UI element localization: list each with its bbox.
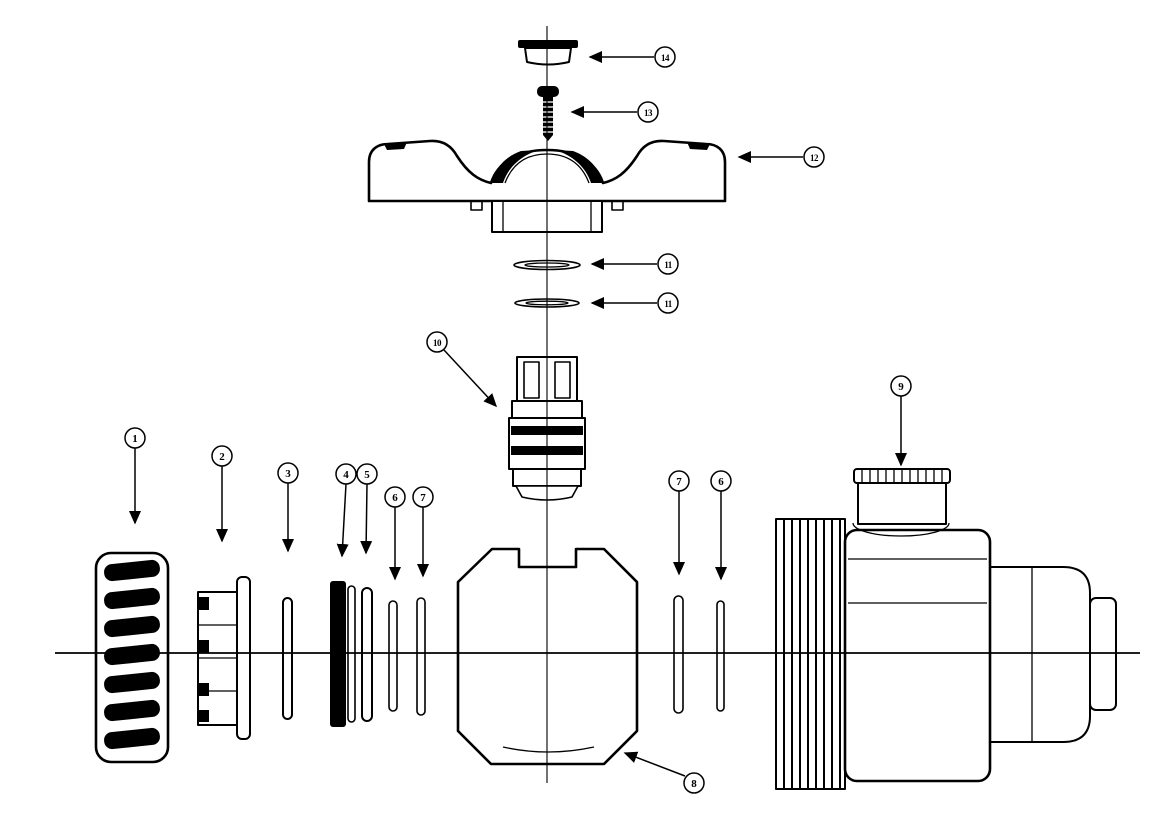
callout-14: 14 [588,46,676,68]
callout-8-arrow [623,751,686,777]
part-5-washer [361,587,373,722]
part-13-screw [537,86,559,141]
callout-2-number: 2 [219,451,225,463]
tailpiece-tooth [198,597,209,610]
callout-8: 8 [623,751,705,794]
callout-5-arrow [360,483,373,555]
port-rim-ticks [861,469,943,483]
callout-13-number: 13 [644,108,653,118]
handle-hub-shade-left [491,150,539,183]
callout-8-number: 8 [691,778,697,790]
callout-10-circle [426,331,448,353]
callout-4-circle [335,463,357,485]
callout-14-circle [654,46,676,68]
screw-head [537,86,559,97]
callout-9-circle [890,375,912,397]
centerlines [55,26,1140,783]
callout-5-number: 5 [364,469,370,481]
stem-slot-right [554,361,571,399]
callouts: 1 2 3 4 5 6 7 [124,46,912,794]
callout-7-left: 7 [412,486,434,578]
screw-tip [543,135,553,141]
part-1-knurled-nut [94,551,170,764]
callout-2: 2 [211,445,233,543]
handle-hub-shade-right [555,150,603,183]
part-14-cap [518,40,578,66]
callout-4-number: 4 [343,469,349,481]
callout-11-lower-number: 11 [664,299,673,309]
callout-3-number: 3 [285,468,291,480]
tailpiece-flange [236,576,251,740]
tailpiece-tooth [198,710,209,722]
callout-6-right: 6 [710,470,732,581]
callout-14-number: 14 [661,53,670,63]
valve-body-seat-arc [502,746,595,753]
main-housing [843,528,992,783]
outlet-step [1089,597,1117,711]
handle-tab-left [470,200,483,211]
handle-tab-right [611,200,624,211]
callout-7-right-number: 7 [676,476,682,488]
port-body [857,481,947,525]
callout-5-circle [356,463,378,485]
rib-section [775,518,846,790]
callout-6-left: 6 [384,486,406,581]
callout-4: 4 [335,463,357,558]
callout-6-right-number: 6 [718,476,724,488]
part-2-tailpiece [197,576,251,740]
callout-10: 10 [426,331,498,408]
callout-4-arrow [336,483,349,558]
callout-6-left-circle [384,486,406,508]
callout-7-right: 7 [668,470,690,576]
part-6-oring-left [388,600,398,712]
cap-skirt [524,47,572,66]
callout-5: 5 [356,463,378,555]
part-7-washer-left [416,597,426,716]
callout-3: 3 [277,462,299,553]
part-3-gasket [282,597,293,720]
cap-top-plate [518,40,578,48]
callout-11-upper: 11 [590,253,679,275]
outlet-cylinder [988,566,1091,743]
callout-10-arrow [443,349,498,408]
nut-knurl-ribs [104,559,160,750]
callout-1: 1 [124,427,146,525]
callout-12: 12 [737,146,825,168]
callout-2-circle [211,445,233,467]
seal-backing-ring [347,585,356,723]
callout-7-right-circle [668,470,690,492]
screw-shaft [543,97,553,135]
callout-6-left-number: 6 [392,492,398,504]
callout-1-number: 1 [132,433,138,445]
callout-11-lower-circle [657,292,679,314]
handle-knob-mark-left [384,142,407,150]
part-4-seal-ring [330,581,356,727]
callout-6-right-circle [710,470,732,492]
callout-11-upper-number: 11 [664,260,673,270]
handle-knob-mark-right [687,142,710,150]
part-6-oring-right [716,600,725,712]
callout-3-circle [277,462,299,484]
tailpiece-tooth [198,640,209,653]
part-7-washer-right [673,595,684,714]
callout-12-number: 12 [810,153,819,163]
callout-8-circle [683,772,705,794]
port-base-arc [852,522,950,537]
callout-11-upper-circle [657,253,679,275]
callout-11-lower: 11 [590,292,679,314]
callout-9: 9 [890,375,912,467]
callout-9-number: 9 [898,381,904,393]
callout-1-circle [124,427,146,449]
part-9-end-body [775,468,1117,790]
callout-13: 13 [570,101,659,123]
stem-slot-left [523,361,540,399]
callout-12-circle [803,146,825,168]
callout-13-circle [637,101,659,123]
callout-10-number: 10 [433,338,442,348]
callout-7-left-circle [412,486,434,508]
seal-ring-black [330,581,346,727]
callout-7-left-number: 7 [420,492,426,504]
tailpiece-tooth [198,683,209,696]
